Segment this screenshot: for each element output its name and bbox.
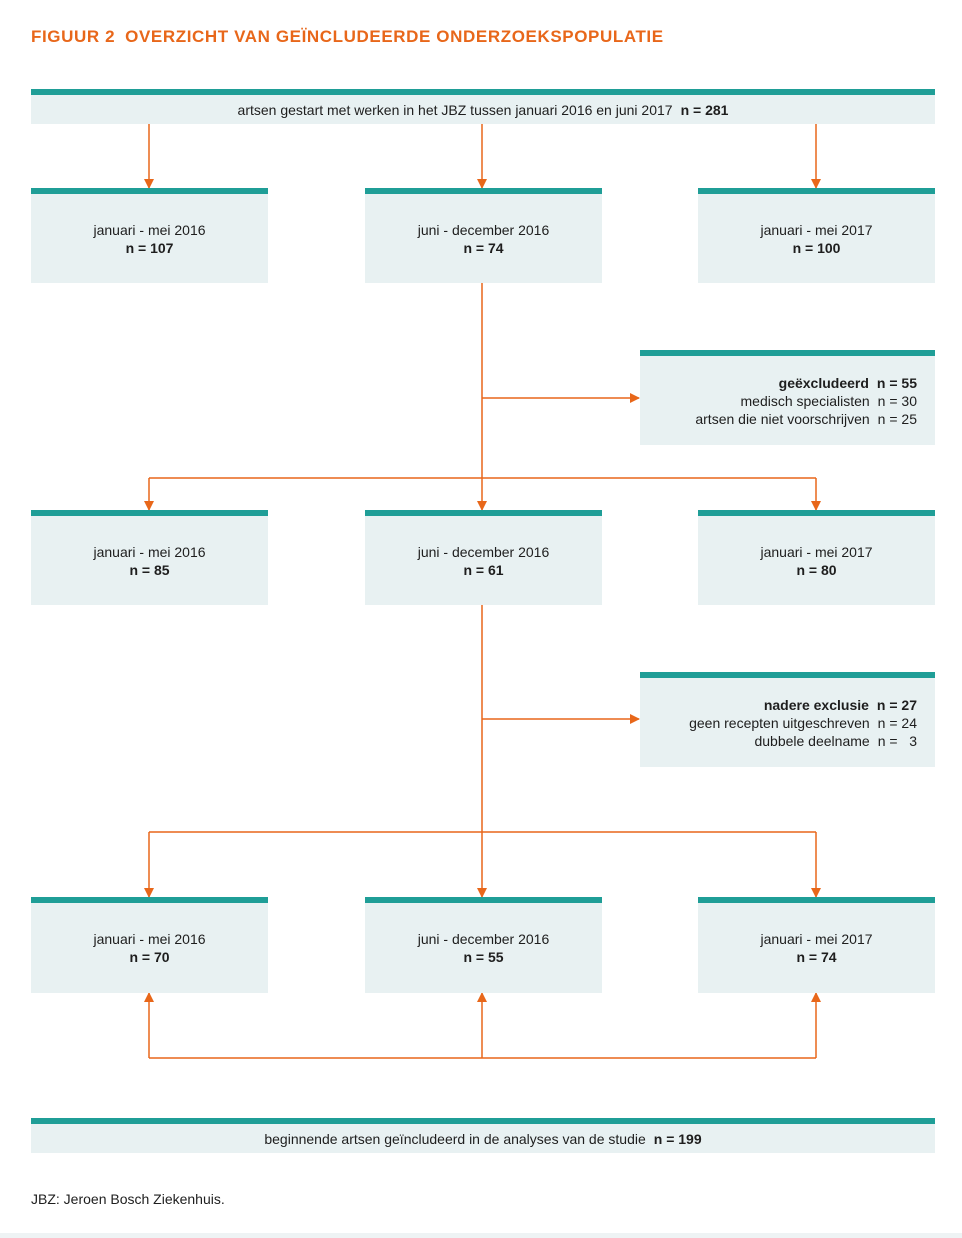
- figure-title: FIGUUR 2 OVERZICHT VAN GEÏNCLUDEERDE ONDE…: [31, 27, 664, 47]
- exclusion1-item-label: medisch specialisten: [740, 392, 870, 409]
- exclusion2-heading-n: n = 27: [876, 696, 917, 713]
- final-included-box: beginnende artsen geïncludeerd in de ana…: [31, 1118, 935, 1153]
- exclusion2-item-n: n = 24: [877, 714, 917, 731]
- top-population-text: artsen gestart met werken in het JBZ tus…: [237, 101, 673, 118]
- exclusion2-item-row: dubbele deelname n = 3: [754, 732, 917, 750]
- period-label: januari - mei 2016: [93, 543, 206, 560]
- row1-box-jan-may-2017: januari - mei 2017 n = 100: [698, 188, 935, 283]
- figure-title-text: OVERZICHT VAN GEÏNCLUDEERDE ONDERZOEKSPO…: [125, 27, 664, 46]
- count-label: n = 107: [125, 239, 174, 256]
- count-label: n = 70: [129, 949, 170, 965]
- count-label: n = 61: [463, 561, 504, 578]
- final-included-n: n = 199: [653, 1130, 702, 1147]
- exclusion1-item-n: n = 25: [877, 410, 917, 427]
- row3-box-jan-may-2017: januari - mei 2017 n = 74: [698, 897, 935, 993]
- row2-box-jun-dec-2016: juni - december 2016 n = 61: [365, 510, 602, 605]
- exclusion1-item-label: artsen die niet voorschrijven: [695, 410, 870, 427]
- row3-box-jan-may-2016: januari - mei 2016 n = 70: [31, 897, 268, 993]
- exclusion1-item-n: n = 30: [877, 392, 917, 409]
- row1-box-jun-dec-2016: juni - december 2016 n = 74: [365, 188, 602, 283]
- exclusion1-item-row: artsen die niet voorschrijven n = 25: [695, 410, 917, 428]
- row1-box-jan-may-2016: januari - mei 2016 n = 107: [31, 188, 268, 283]
- exclusion1-box: geëxcludeerd n = 55 medisch specialisten n…: [640, 350, 935, 445]
- bottom-divider: [0, 1233, 962, 1238]
- exclusion2-heading-row: nadere exclusie n = 27: [764, 696, 917, 714]
- figure-label: FIGUUR 2: [31, 27, 116, 46]
- exclusion2-item-row: geen recepten uitgeschreven n = 24: [689, 714, 917, 732]
- exclusion2-item-label: dubbele deelname: [754, 732, 870, 749]
- row2-box-jan-may-2016: januari - mei 2016 n = 85: [31, 510, 268, 605]
- period-label: januari - mei 2016: [93, 931, 206, 947]
- exclusion2-heading: nadere exclusie: [763, 696, 869, 713]
- exclusion1-item-row: medisch specialisten n = 30: [741, 392, 918, 410]
- count-label: n = 55: [463, 949, 504, 965]
- final-included-text: beginnende artsen geïncludeerd in de ana…: [264, 1130, 646, 1147]
- exclusion2-item-n: n = 3: [877, 732, 917, 749]
- count-label: n = 74: [463, 239, 504, 256]
- period-label: januari - mei 2017: [760, 221, 873, 238]
- count-label: n = 74: [796, 949, 837, 965]
- exclusion2-box: nadere exclusie n = 27 geen recepten uitg…: [640, 672, 935, 767]
- top-population-n: n = 281: [680, 101, 729, 118]
- exclusion1-heading: geëxcludeerd: [778, 374, 869, 391]
- period-label: januari - mei 2017: [760, 543, 873, 560]
- period-label: juni - december 2016: [417, 931, 550, 947]
- period-label: juni - december 2016: [417, 543, 550, 560]
- period-label: januari - mei 2017: [760, 931, 873, 947]
- count-label: n = 100: [792, 239, 841, 256]
- count-label: n = 80: [796, 561, 837, 578]
- row2-box-jan-may-2017: januari - mei 2017 n = 80: [698, 510, 935, 605]
- period-label: juni - december 2016: [417, 221, 550, 238]
- row3-box-jun-dec-2016: juni - december 2016 n = 55: [365, 897, 602, 993]
- exclusion2-item-label: geen recepten uitgeschreven: [689, 714, 870, 731]
- period-label: januari - mei 2016: [93, 221, 206, 238]
- top-population-box: artsen gestart met werken in het JBZ tus…: [31, 89, 935, 124]
- count-label: n = 85: [129, 561, 170, 578]
- exclusion1-heading-row: geëxcludeerd n = 55: [779, 374, 917, 392]
- footnote: JBZ: Jeroen Bosch Ziekenhuis.: [31, 1191, 225, 1207]
- exclusion1-heading-n: n = 55: [876, 374, 917, 391]
